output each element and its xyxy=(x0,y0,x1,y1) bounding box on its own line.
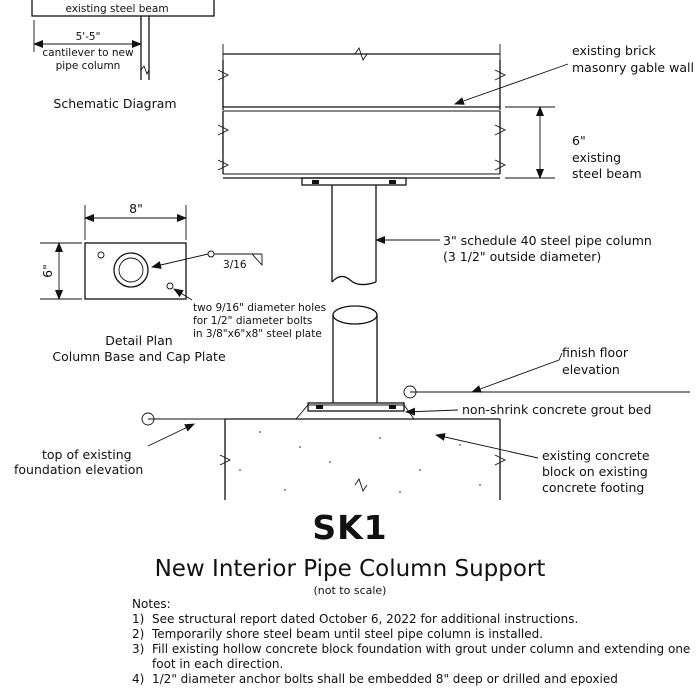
detail-caption-1: Detail Plan xyxy=(105,333,172,348)
notes-section: Notes: 1)See structural report dated Oct… xyxy=(132,597,692,687)
base-plate xyxy=(307,402,405,412)
grout-leader xyxy=(405,407,459,416)
pipe-outer-circle xyxy=(113,252,149,288)
column-lower xyxy=(332,315,378,403)
holes-leader xyxy=(173,288,193,301)
foundation xyxy=(141,385,690,500)
block-label-3: concrete footing xyxy=(542,480,644,495)
floor-label-2: elevation xyxy=(562,362,620,377)
foundation-elevation-marker xyxy=(141,412,155,426)
detail-caption-2: Column Base and Cap Plate xyxy=(52,349,226,364)
beam-label-1: existing xyxy=(572,150,621,165)
wall-leader xyxy=(454,63,569,105)
column-upper xyxy=(331,185,377,282)
plate-width-label: 8" xyxy=(129,201,143,216)
floor-elevation-marker xyxy=(403,385,417,399)
wall-label-2: masonry gable wall xyxy=(572,60,694,75)
block-label-2: block on existing xyxy=(542,464,648,479)
cantilever-label-2: pipe column xyxy=(56,60,121,72)
weld-leader xyxy=(151,253,209,269)
weld-size: 3/16 xyxy=(223,259,247,271)
column-break-top xyxy=(332,305,378,325)
column-label-2: (3 1/2" outside diameter) xyxy=(443,249,601,264)
note-item: 1)See structural report dated October 6,… xyxy=(132,612,579,626)
column-label-1: 3" schedule 40 steel pipe column xyxy=(443,233,652,248)
grout-bed xyxy=(295,404,415,420)
block-leader xyxy=(435,433,539,459)
note-item: 3)Fill existing hollow concrete block fo… xyxy=(132,642,691,671)
sheet-title: SK1 xyxy=(312,508,388,547)
callouts: existing brick masonry gable wall 6" exi… xyxy=(14,43,694,495)
schematic-caption: Schematic Diagram xyxy=(53,96,176,111)
foundation-leader xyxy=(147,423,195,447)
foundation-label-1: top of existing xyxy=(42,447,132,462)
holes-label-3: in 3/8"x6"x8" steel plate xyxy=(193,328,322,340)
holes-label-1: two 9/16" diameter holes xyxy=(193,302,326,314)
plate-height-label: 6" xyxy=(40,264,55,278)
wall-section xyxy=(217,44,555,179)
holes-label-2: for 1/2" diameter bolts xyxy=(193,315,312,327)
note-item: 4)1/2" diameter anchor bolts shall be em… xyxy=(132,672,618,686)
notes-heading: Notes: xyxy=(132,597,171,611)
cap-plate xyxy=(301,177,407,186)
grout-label: non-shrink concrete grout bed xyxy=(462,402,651,417)
sheet-subtitle: New Interior Pipe Column Support xyxy=(154,556,546,582)
steel-plate xyxy=(84,242,187,300)
beam-label-2: steel beam xyxy=(572,166,642,181)
beam-depth-label: 6" xyxy=(572,133,586,148)
weld-symbol xyxy=(207,250,215,258)
bolt-hole-1 xyxy=(97,251,105,259)
floor-label-1: finish floor xyxy=(562,345,629,360)
schematic-dimension: 5'-5" xyxy=(76,31,101,43)
schematic-diagram: existing steel beam 5'-5" cantilever to … xyxy=(31,0,215,111)
foundation-label-2: foundation elevation xyxy=(14,462,143,477)
schematic-beam-label: existing steel beam xyxy=(65,3,168,15)
pipe-column xyxy=(295,177,415,420)
detail-plan: 8" 6" 3/16 two 9/16" diameter holes for … xyxy=(40,201,326,364)
scale-note: (not to scale) xyxy=(313,584,387,597)
notes-list: 1)See structural report dated October 6,… xyxy=(132,612,692,687)
floor-leader xyxy=(471,352,563,393)
bolt-hole-2 xyxy=(166,282,174,290)
wall-label-1: existing brick xyxy=(572,43,656,58)
note-item: 2)Temporarily shore steel beam until ste… xyxy=(132,627,544,641)
cantilever-label-1: cantilever to new xyxy=(42,47,134,59)
block-label-1: existing concrete xyxy=(542,448,650,463)
